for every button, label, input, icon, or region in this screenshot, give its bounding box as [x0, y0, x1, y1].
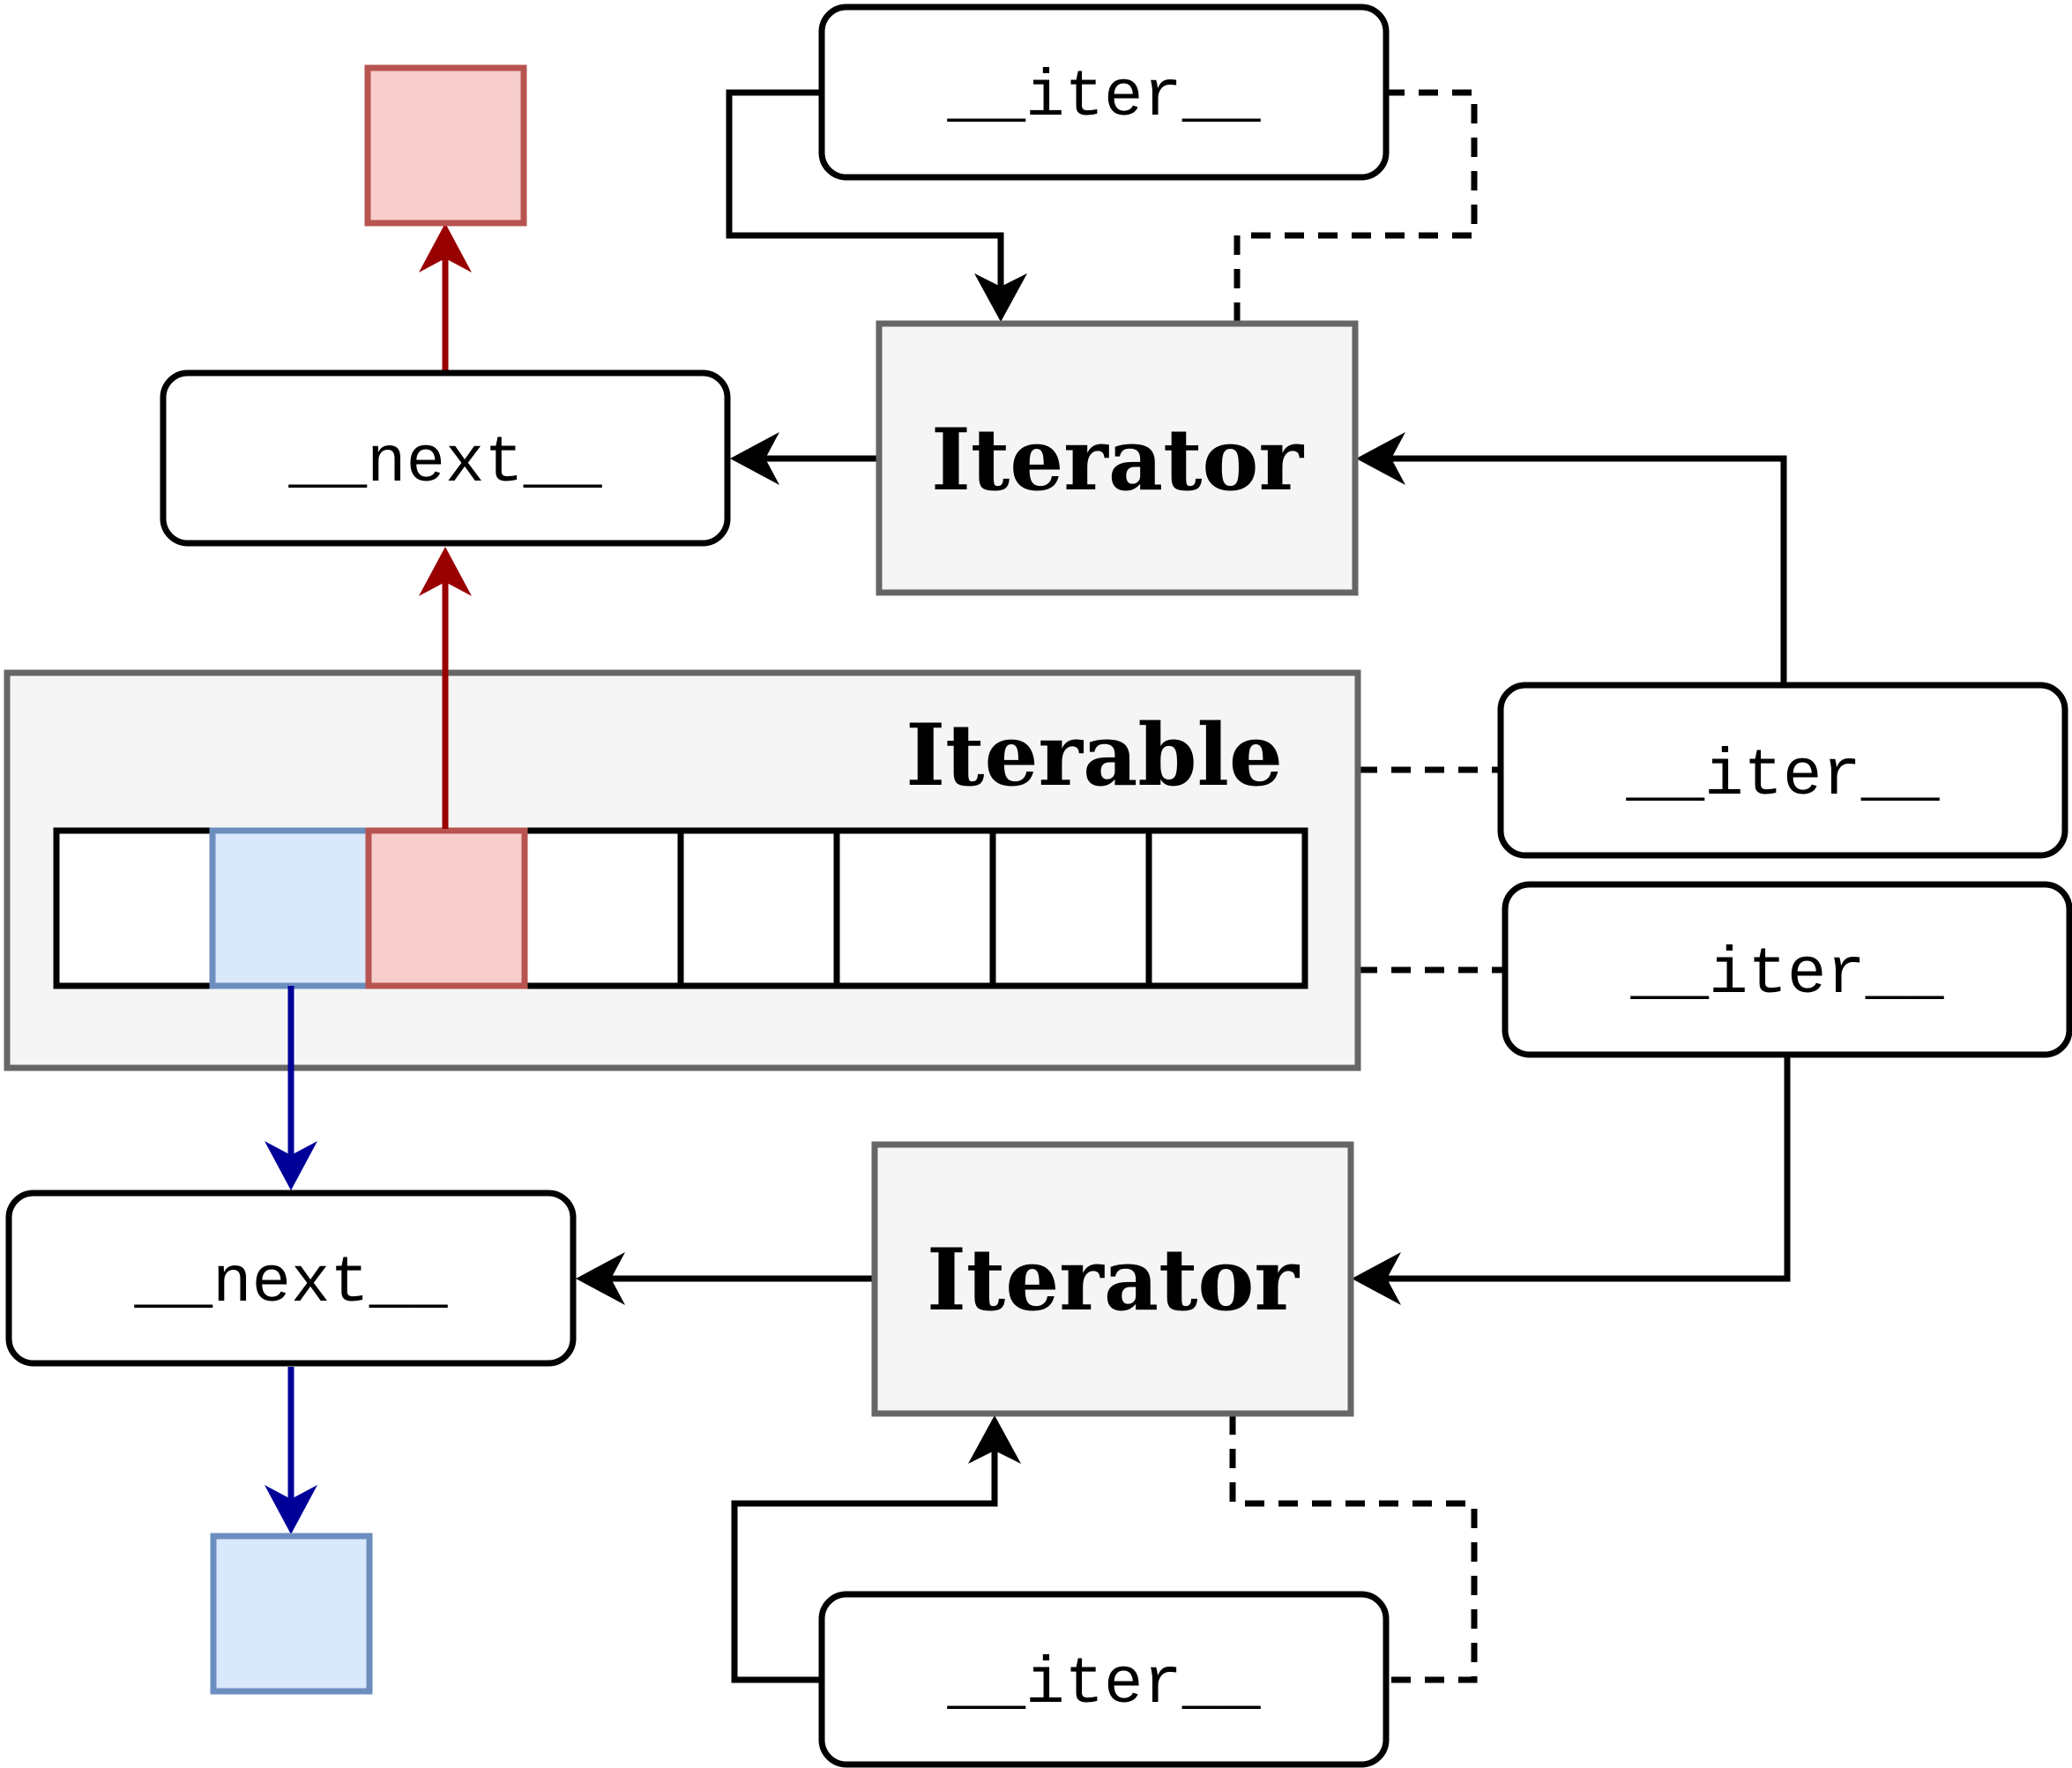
iter-method-top-box	[818, 4, 1390, 181]
arrowhead-blue-output	[265, 1485, 317, 1534]
iterator-top-box	[876, 320, 1359, 596]
sequence-cell-2	[209, 827, 372, 989]
iter-method-right-2-box	[1502, 881, 2072, 1058]
iter-method-bottom-box	[818, 1591, 1390, 1768]
arrowhead-top-iterator	[974, 273, 1027, 322]
sequence-cell-3	[365, 827, 528, 989]
iter-method-bottom-label: __iter__	[946, 1648, 1261, 1722]
sequence-cell-8	[1145, 827, 1308, 989]
sequence-cells	[53, 827, 1308, 989]
output-item-red	[364, 64, 527, 227]
iterator-bottom-label: Iterator	[927, 1230, 1300, 1330]
iter-method-bottom: __iter__	[818, 1591, 1390, 1768]
iter-method-right-1-box	[1497, 682, 2068, 859]
iter-method-top-label: __iter__	[946, 61, 1261, 135]
iter-method-right-1-label: __iter__	[1625, 740, 1940, 814]
iter-method-right-2-label: __iter__	[1629, 938, 1944, 1012]
next-method-top-box	[160, 369, 731, 547]
next-method-top: __next__	[160, 369, 731, 547]
next-method-bottom-label: __next__	[133, 1247, 448, 1321]
arrowhead-red-output	[419, 223, 472, 272]
next-method-top-label: __next__	[287, 427, 602, 501]
sequence-cell-5	[677, 827, 840, 989]
edge-bottom-iter-to-iterator	[731, 1433, 998, 1683]
iterator-top: Iterator	[876, 320, 1359, 596]
sequence-cell-6	[833, 827, 996, 989]
iterable-label: Iterable	[906, 705, 1283, 805]
iter-method-top: __iter__	[818, 4, 1390, 181]
iter-method-right-2: __iter__	[1502, 881, 2072, 1058]
output-item-blue	[210, 1533, 373, 1695]
iterator-bottom-box	[871, 1141, 1354, 1417]
arrowhead-next-bottom	[576, 1252, 625, 1305]
arrowhead-next-top	[730, 432, 779, 485]
iterator-top-label: Iterator	[931, 410, 1304, 510]
arrowhead-iterator-top-right	[1356, 432, 1405, 485]
sequence-cell-1	[53, 827, 216, 989]
arrowhead-iterator-bottom-right	[1352, 1252, 1401, 1305]
iter-method-right-1: __iter__	[1497, 682, 2068, 859]
next-method-bottom: __next__	[5, 1190, 577, 1367]
red-flow	[419, 223, 472, 829]
connectors	[576, 89, 1791, 1683]
edge-iter-right-to-iterator-top	[1375, 455, 1787, 685]
arrowhead-blue-next	[265, 1141, 317, 1190]
sequence-cell-7	[989, 827, 1152, 989]
sequence-cell-4	[521, 827, 684, 989]
iterable-container: Iterable	[4, 669, 1361, 1071]
arrowhead-red-next	[419, 547, 472, 596]
edge-iter-right-to-iterator-bottom	[1371, 1056, 1791, 1282]
iterator-bottom: Iterator	[871, 1141, 1354, 1417]
next-method-bottom-box	[5, 1190, 577, 1367]
arrowhead-bottom-iterator	[968, 1415, 1021, 1464]
blue-flow	[265, 986, 317, 1534]
edge-top-iter-to-iterator	[726, 89, 1004, 304]
